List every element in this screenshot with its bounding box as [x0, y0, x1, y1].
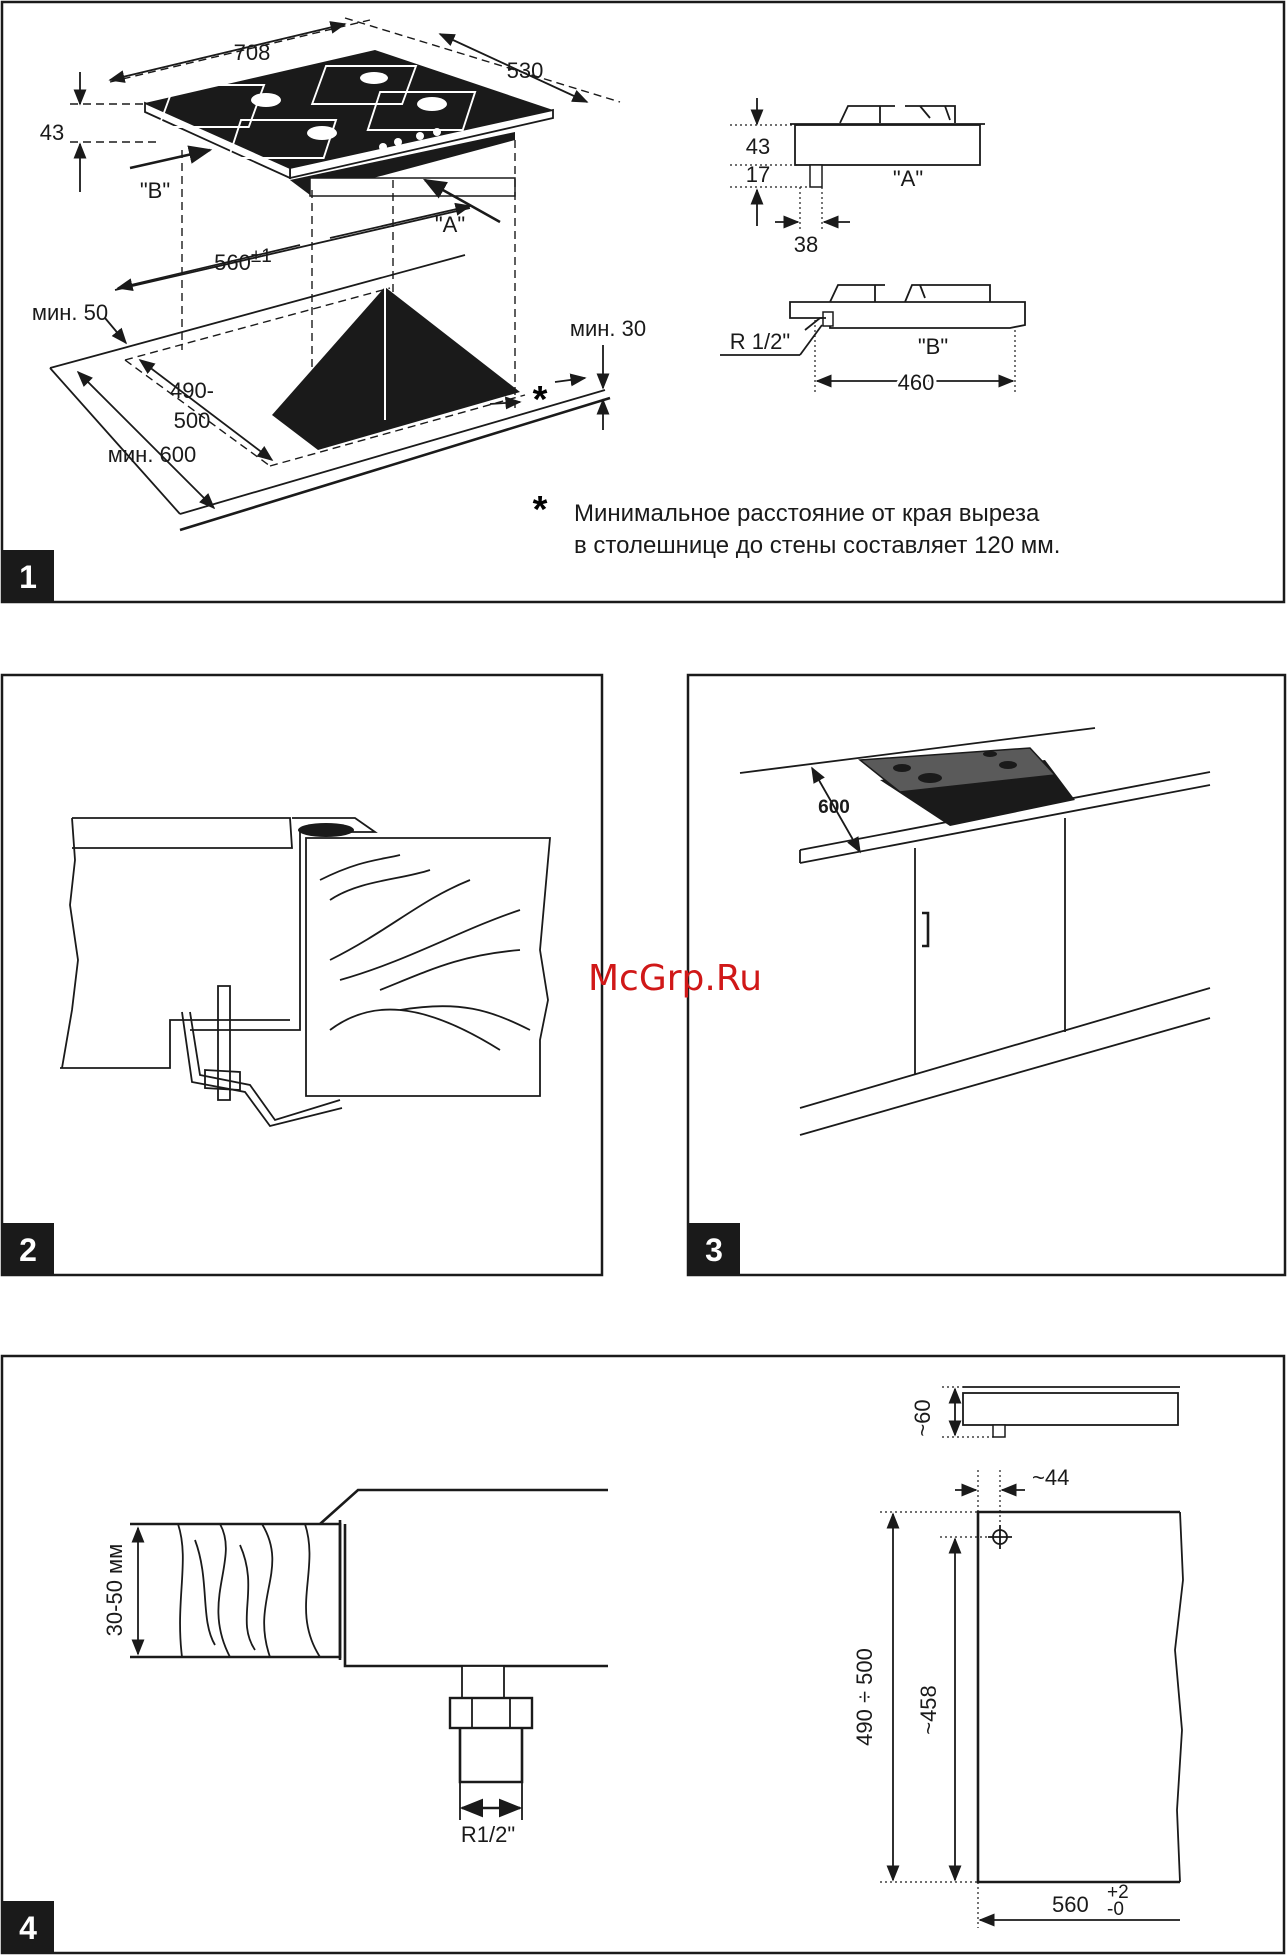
dim-490-500: 490 ÷ 500	[852, 1648, 877, 1746]
cutout-plan-view: ~60 ~44 490 ÷ 500 ~458 560 +2 -0	[852, 1387, 1183, 1928]
dim-width: 708	[234, 40, 271, 65]
panel-4-number: 4	[19, 1910, 37, 1946]
panel-4: 4 30-50 мм R1/2" ~	[2, 1356, 1284, 1953]
dim-60: ~60	[910, 1399, 935, 1436]
dim-560: 560	[1052, 1892, 1089, 1917]
dim-560-tol-down: -0	[1107, 1899, 1124, 1920]
side-b-dim-460: 460	[898, 370, 935, 395]
worktop-section: 30-50 мм R1/2"	[102, 1490, 608, 1847]
dim-600-panel3: 600	[818, 797, 850, 818]
side-a-dim-43: 43	[746, 134, 770, 159]
view-b-label: "B"	[140, 178, 170, 203]
clamp-detail	[60, 818, 550, 1126]
panel-2-number: 2	[19, 1232, 37, 1268]
dim-min-30: мин. 30	[570, 316, 646, 341]
dim-min-600: мин. 600	[108, 442, 197, 467]
dim-cutout-depth-1: 490-	[170, 378, 214, 403]
side-b-thread: R 1/2"	[730, 329, 790, 354]
kitchen-unit-perspective: 600	[740, 728, 1210, 1135]
note-line-2: в столешнице до стены составляет 120 мм.	[574, 532, 1060, 559]
note-line-1: Минимальное расстояние от края выреза	[574, 500, 1040, 527]
side-b-label: "B"	[918, 334, 948, 359]
side-a-dim-17: 17	[746, 162, 770, 187]
asterisk-mark-2: *	[533, 489, 548, 531]
asterisk-mark-1: *	[533, 379, 548, 421]
dim-cutout-width: 560±1	[214, 246, 272, 275]
panel-3-number: 3	[705, 1232, 723, 1268]
side-a-dim-38: 38	[794, 232, 818, 257]
dim-cutout-depth-2: 500	[174, 408, 211, 433]
side-view-a: 43 17 38 "A"	[730, 98, 985, 257]
panel-3: 3 600	[688, 675, 1285, 1275]
side-view-b: R 1/2" "B" 460	[720, 285, 1025, 395]
watermark: McGrp.Ru	[588, 958, 762, 999]
dim-depth: 530	[507, 58, 544, 83]
worktop-cutout	[50, 255, 610, 530]
panel-1-number: 1	[19, 559, 37, 595]
panel-1: 1	[2, 2, 1284, 602]
dim-height: 43	[40, 120, 64, 145]
dim-44: ~44	[1032, 1465, 1069, 1490]
hob-perspective	[145, 50, 553, 196]
dim-thread-r12: R1/2"	[461, 1822, 515, 1847]
panel-2: 2	[2, 675, 602, 1275]
dim-worktop-thickness: 30-50 мм	[102, 1544, 127, 1637]
dim-min-50: мин. 50	[32, 300, 108, 325]
dim-458: ~458	[916, 1685, 941, 1735]
side-a-label: "A"	[893, 166, 923, 191]
